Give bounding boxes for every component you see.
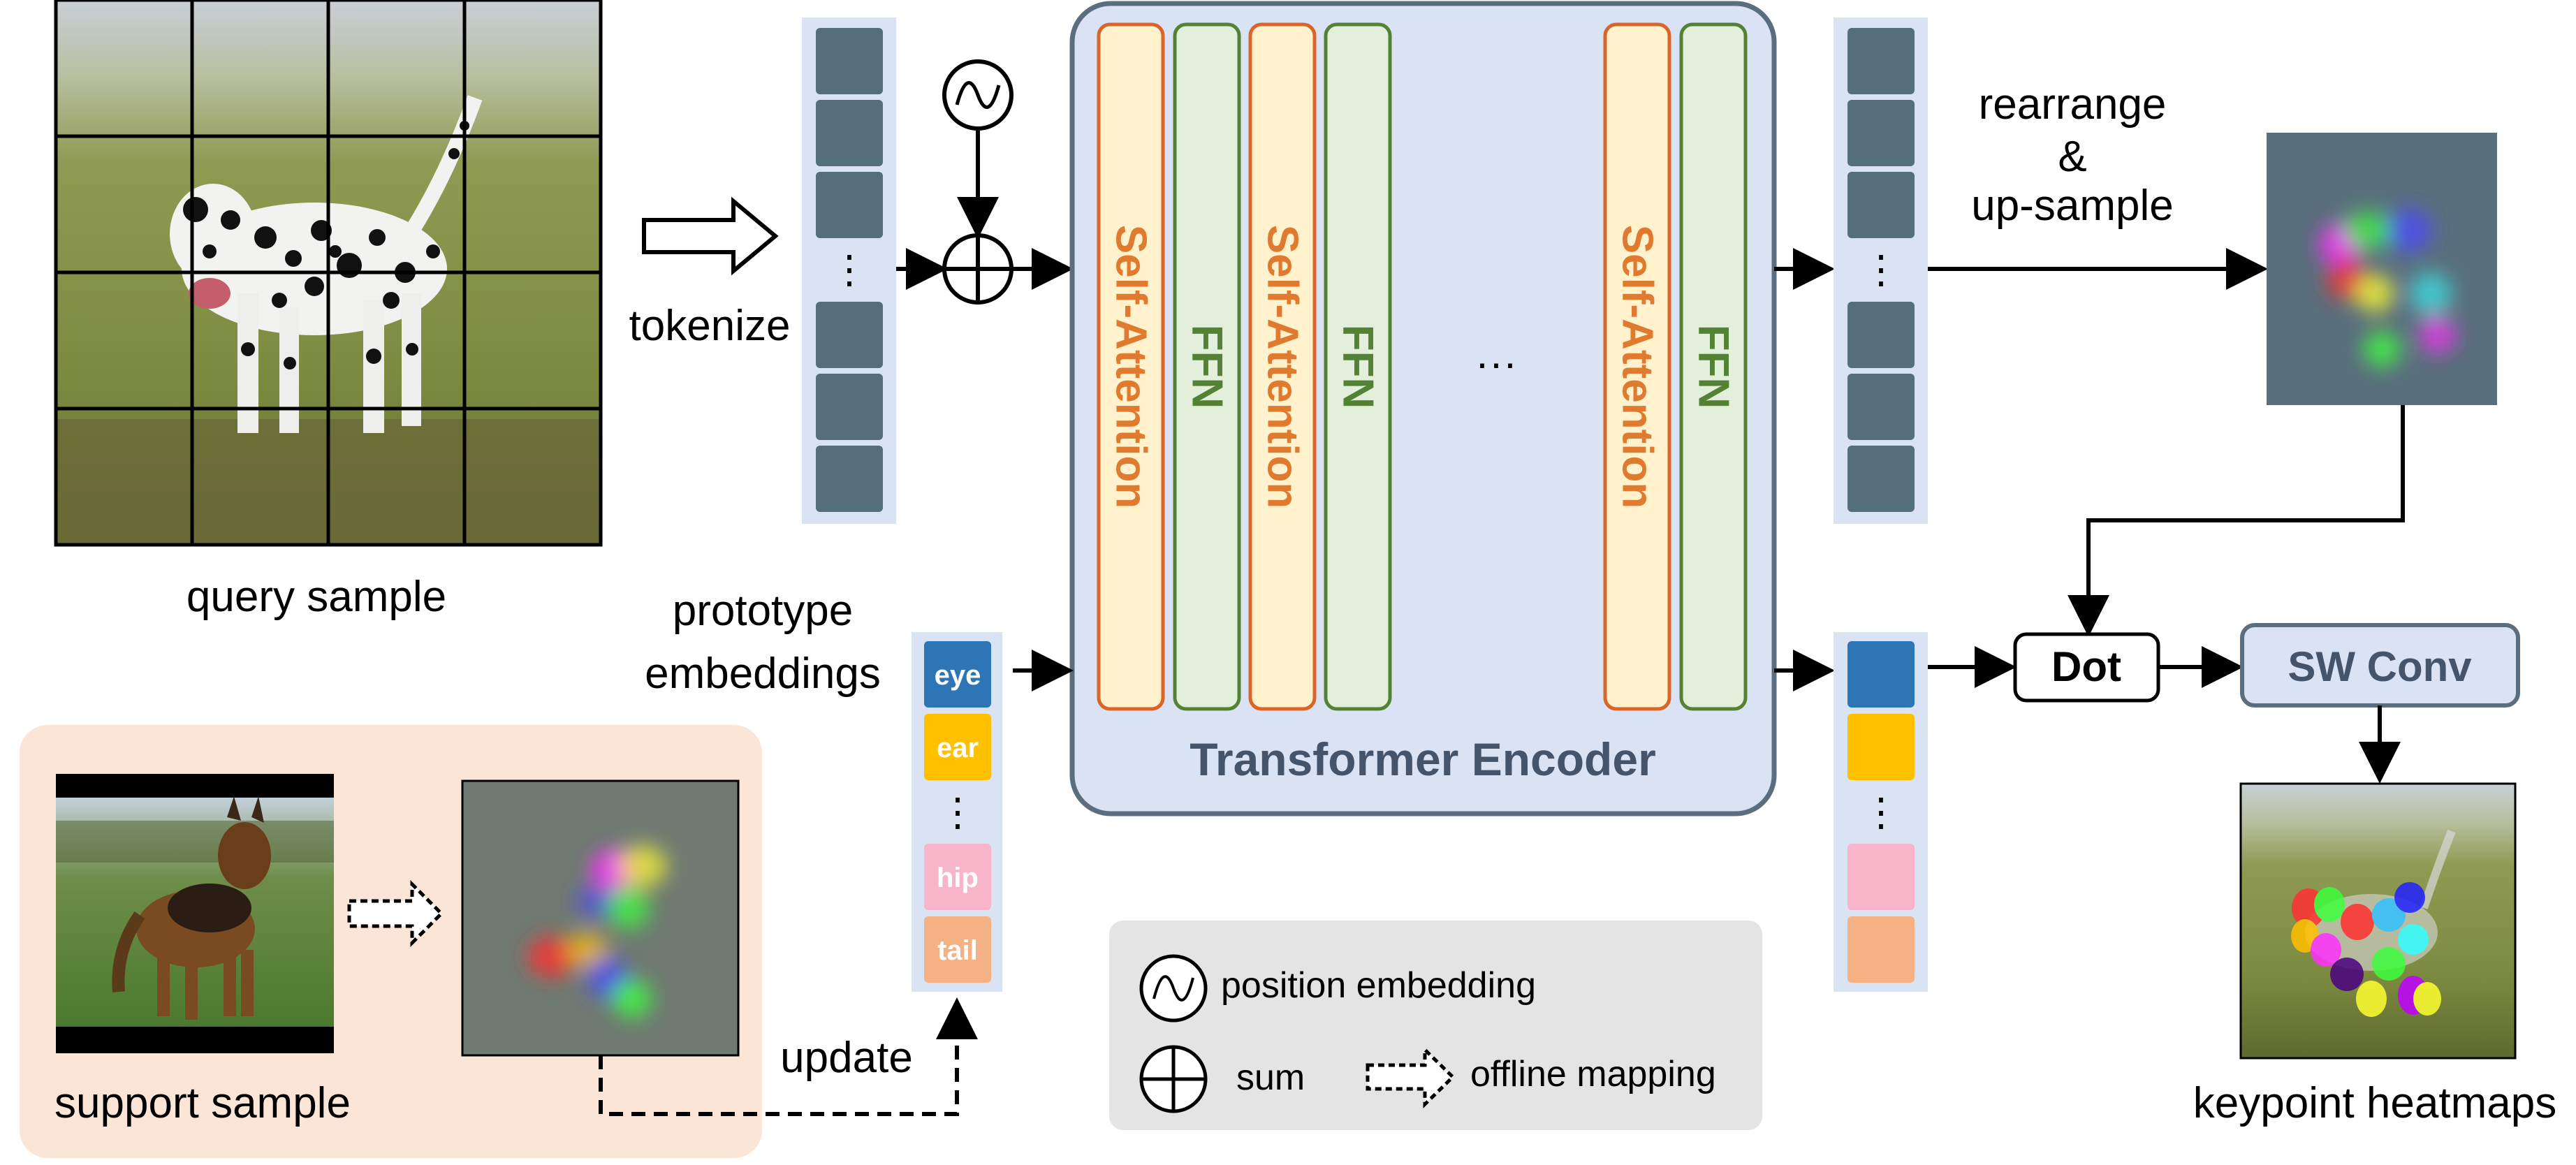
update-label: update	[780, 1034, 913, 1082]
output-token-column: ⋮	[1834, 17, 1928, 524]
legend-circle-plus-icon	[1139, 1045, 1208, 1113]
sw-conv-label: SW Conv	[2288, 643, 2472, 690]
upsample-label: up-sample	[1971, 182, 2173, 230]
ellipsis-1: ⋮	[830, 247, 869, 291]
tokenize-label: tokenize	[629, 302, 791, 350]
svg-text:FFN: FFN	[1690, 325, 1738, 409]
svg-text:FFN: FFN	[1334, 325, 1382, 409]
keypoint-result-image	[2239, 782, 2517, 1060]
sw-conv-node: SW Conv	[2240, 623, 2520, 708]
patch-grid	[54, 0, 603, 547]
self-attention-block-n: Self-Attention	[1603, 22, 1671, 711]
self-attention-block-1: Self-Attention	[1097, 22, 1165, 711]
keypoint-heatmaps-label: keypoint heatmaps	[2193, 1079, 2556, 1127]
prototype-label-line1: prototype	[673, 587, 854, 635]
query-sample-label: query sample	[186, 573, 446, 621]
ffn-block-n: FFN	[1679, 22, 1748, 711]
sum-icon	[942, 233, 1013, 305]
support-heatmap	[461, 779, 740, 1057]
legend-offline-mapping: offline mapping	[1470, 1054, 1716, 1094]
svg-text:Self-Attention: Self-Attention	[1107, 225, 1155, 508]
legend-wave-circle-icon	[1139, 954, 1208, 1023]
prototype-label-line2: embeddings	[645, 650, 881, 698]
proto-tail-label: tail	[937, 935, 978, 966]
svg-text:Self-Attention: Self-Attention	[1613, 225, 1662, 508]
support-panel: support sample	[20, 725, 762, 1158]
ffn-block-1: FFN	[1173, 22, 1241, 711]
output-prototype-column: ⋮	[1834, 632, 1928, 992]
legend-dashed-arrow-icon	[1366, 1046, 1456, 1108]
support-image	[56, 774, 334, 1053]
ampersand-label: &	[2058, 133, 2086, 181]
proto-ear-label: ear	[937, 733, 979, 763]
prototype-column: eye ear ⋮ hip tail	[912, 632, 1002, 992]
proto-tail	[924, 916, 991, 983]
hollow-right-arrow-icon	[642, 196, 779, 276]
ffn-block-2: FFN	[1324, 22, 1392, 711]
position-embedding-icon	[942, 59, 1013, 131]
encoder-ellipsis: ···	[1475, 339, 1517, 386]
legend: position embedding sum offline mapping	[1109, 921, 1762, 1130]
self-attention-block-2: Self-Attention	[1248, 22, 1317, 711]
ellipsis-out: ⋮	[1861, 247, 1901, 291]
legend-position-embedding: position embedding	[1221, 965, 1536, 1006]
legend-sum: sum	[1236, 1057, 1305, 1098]
proto-hip-label: hip	[937, 863, 979, 893]
dot-label: Dot	[2051, 643, 2121, 690]
transformer-encoder: Self-Attention FFN Self-Attention FFN ··…	[1069, 1, 1777, 816]
ellipsis-out-proto: ⋮	[1861, 790, 1901, 834]
encoder-title: Transformer Encoder	[1190, 733, 1656, 785]
proto-eye	[924, 641, 991, 708]
input-token-column: ⋮	[802, 17, 896, 524]
dashed-right-arrow-icon	[347, 879, 444, 948]
dot-product-node: Dot	[2013, 632, 2160, 703]
ellipsis-proto: ⋮	[938, 790, 977, 834]
svg-text:FFN: FFN	[1183, 325, 1231, 409]
proto-eye-label: eye	[935, 660, 981, 691]
svg-text:Self-Attention: Self-Attention	[1259, 225, 1307, 508]
support-sample-label: support sample	[54, 1079, 351, 1127]
query-heatmap	[2267, 133, 2497, 405]
proto-ear	[924, 714, 991, 780]
query-image	[54, 0, 603, 547]
proto-hip	[924, 844, 991, 910]
rearrange-label: rearrange	[1979, 80, 2167, 129]
